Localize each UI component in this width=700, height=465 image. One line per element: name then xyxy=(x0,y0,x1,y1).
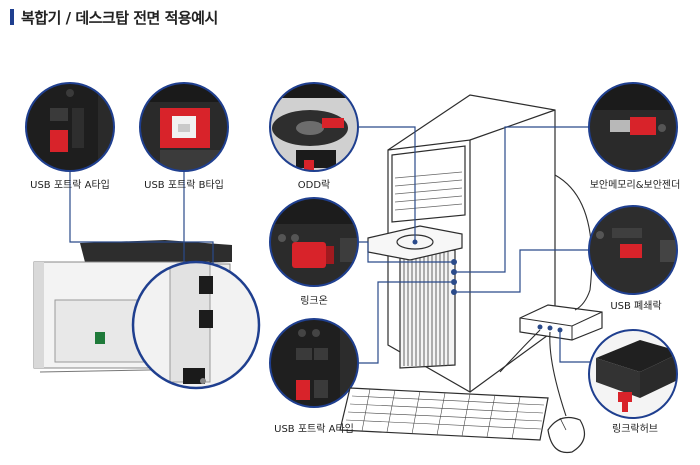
link-on-circle xyxy=(269,197,359,287)
security-memory-circle xyxy=(588,82,678,172)
label-usb-a-bottom: USB 포트락 A타입 xyxy=(274,424,354,435)
label-security-memory: 보안메모리&보안젠더 xyxy=(589,180,681,191)
link-hub-circle xyxy=(588,329,678,419)
usb-a-top-circle xyxy=(25,82,115,172)
usb-blocker-circle xyxy=(588,205,678,295)
usb-a-bottom-circle xyxy=(269,318,359,408)
label-link-hub: 링크락허브 xyxy=(612,424,658,435)
usb-b-circle xyxy=(139,82,229,172)
label-usb-a-top: USB 포트락 A타입 xyxy=(30,180,110,191)
tower-leader-lines xyxy=(358,126,592,364)
title-block: 복합기 / 데스크탑 전면 적용예시 xyxy=(10,6,218,28)
keyboard-illustration xyxy=(339,387,549,441)
label-odd: ODD락 xyxy=(297,180,331,191)
title-accent-bar xyxy=(10,9,14,25)
label-usb-blocker: USB 폐쇄락 xyxy=(610,301,662,312)
odd-lock-circle xyxy=(269,82,359,172)
tower-port-markers xyxy=(451,259,457,295)
cables xyxy=(499,174,593,417)
pc-tower-illustration xyxy=(367,94,556,393)
page-title: 복합기 / 데스크탑 전면 적용예시 xyxy=(21,8,218,27)
printer-zoom-circle xyxy=(131,260,261,390)
mouse-illustration xyxy=(547,417,586,454)
label-link-on: 링크온 xyxy=(300,296,328,307)
label-usb-b: USB 포트락 B타입 xyxy=(144,180,224,191)
